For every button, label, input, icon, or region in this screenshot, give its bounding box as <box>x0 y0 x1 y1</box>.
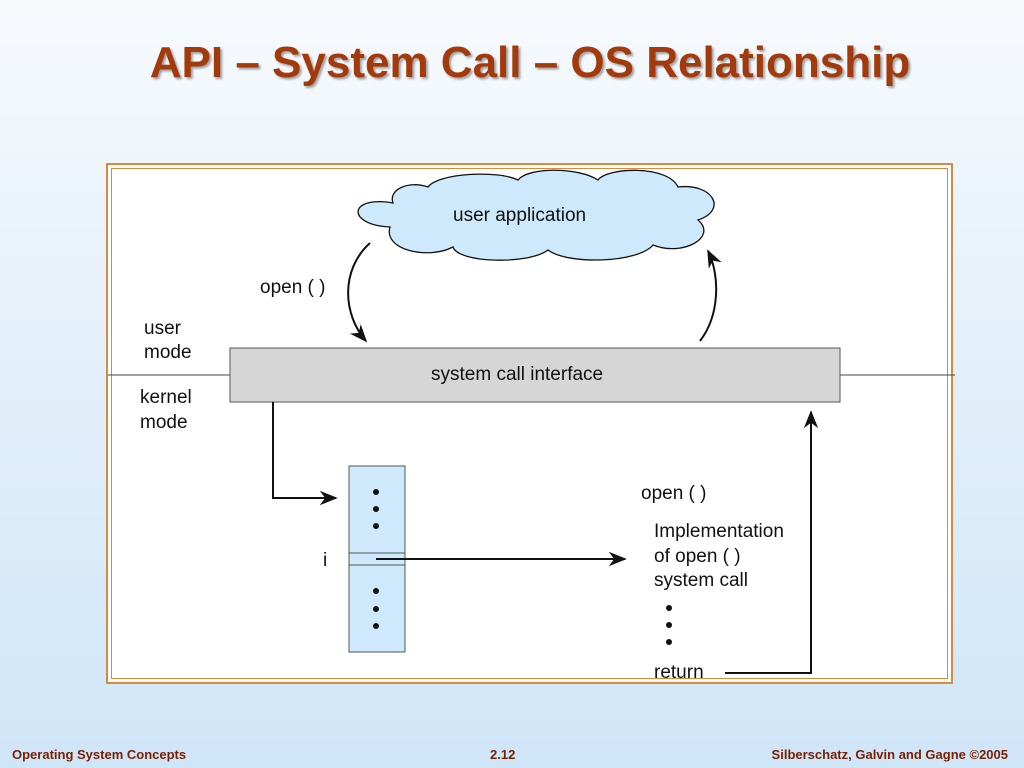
user-mode-label-line1: user <box>144 318 181 339</box>
footer-course: Operating System Concepts <box>12 747 187 762</box>
impl-label-line1: Implementation <box>654 521 784 542</box>
table-ellipsis-bottom <box>373 588 379 629</box>
slide-title: API – System Call – OS Relationship <box>149 38 911 87</box>
interface-label: system call interface <box>431 364 604 385</box>
return-to-app-arrow <box>699 249 722 342</box>
user-mode-label-line2: mode <box>144 342 192 363</box>
interface-to-table-arrow <box>272 402 338 506</box>
impl-label-line2: of open ( ) <box>654 546 741 567</box>
impl-label-line3: system call <box>654 570 748 591</box>
diagram-frame: user application open ( ) user mode kern… <box>106 163 955 684</box>
call-arrow <box>347 242 371 343</box>
user-application-cloud <box>357 169 715 261</box>
call-open-label: open ( ) <box>260 277 326 298</box>
footer-credit: Silberschatz, Galvin and Gagne ©2005 <box>771 747 1008 762</box>
kernel-mode-label-line1: kernel <box>140 387 192 408</box>
table-ellipsis-top <box>373 489 379 529</box>
return-arrow <box>725 410 819 674</box>
system-call-interface-bar <box>229 347 841 403</box>
footer-page-number: 2.12 <box>490 747 516 762</box>
cloud-label: user application <box>453 205 587 226</box>
implementation-ellipsis <box>666 605 672 645</box>
impl-open-label: open ( ) <box>641 483 707 504</box>
diagram-canvas <box>108 169 955 674</box>
kernel-mode-label-line2: mode <box>140 412 188 433</box>
table-index-label: i <box>323 550 328 571</box>
return-label: return <box>654 662 704 683</box>
